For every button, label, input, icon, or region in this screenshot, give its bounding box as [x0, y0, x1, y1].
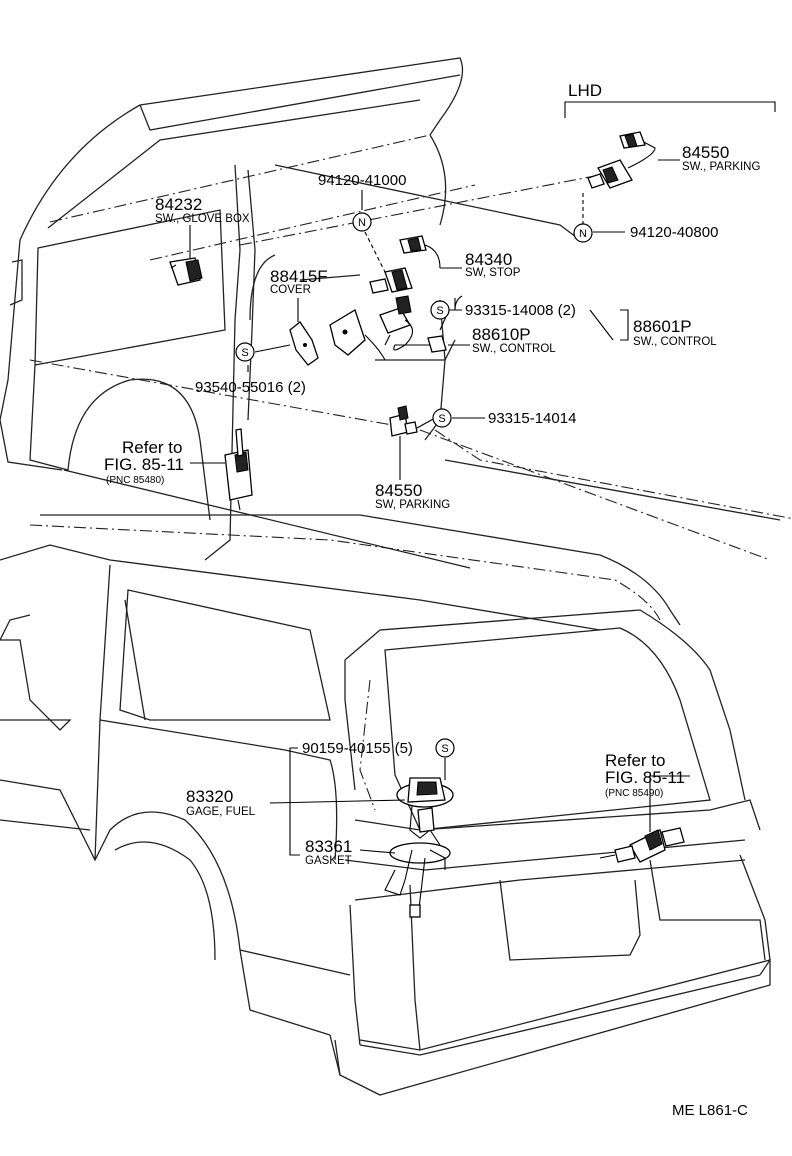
part-number-88601p: 88601P [633, 317, 692, 336]
part-name-84340: SW, STOP [465, 267, 521, 279]
part-name-88610p: SW., CONTROL [472, 343, 556, 355]
fuel-gasket-part [384, 842, 451, 918]
region-label-lhd: LHD [568, 81, 602, 100]
ref-left-line2: FIG. 85-11 [104, 455, 184, 474]
lhd-parking-switch-part [587, 131, 656, 189]
vehicle-body-front [0, 57, 792, 569]
marker-s-14008: S [430, 300, 450, 320]
part-number-94120-41000: 94120-41000 [318, 172, 406, 189]
vehicle-body-rear [0, 514, 771, 1096]
part-name-83320: GAGE, FUEL [186, 806, 256, 818]
svg-text:S: S [436, 305, 443, 317]
part-number-88415f: 88415F [270, 267, 328, 286]
svg-text:S: S [241, 347, 248, 359]
ref-right-line1: Refer to [605, 751, 665, 770]
part-number-93315-14014: 93315-14014 [488, 410, 576, 427]
glove-box-switch-part [169, 257, 203, 286]
part-number-84232: 84232 [155, 195, 202, 214]
ref-right-line2: FIG. 85-11 [605, 768, 685, 787]
leader-lines [189, 101, 776, 856]
part-number-83361: 83361 [305, 837, 352, 856]
svg-text:N: N [579, 228, 587, 240]
part-number-83320: 83320 [186, 787, 233, 806]
marker-n-41000: N [352, 212, 372, 232]
footer-code: ME L861-C [672, 1102, 748, 1119]
part-number-93540-55016: 93540-55016 (2) [195, 379, 306, 396]
marker-s-40155: S [435, 738, 455, 758]
part-name-84232: SW., GLOVE BOX [155, 213, 250, 225]
ref-left-line1: Refer to [122, 438, 182, 457]
svg-text:N: N [358, 217, 366, 229]
part-name-88601p: SW., CONTROL [633, 336, 717, 348]
door-switch-right-part [599, 827, 685, 863]
part-number-94120-40800: 94120-40800 [630, 224, 718, 241]
fuel-gage-part [396, 777, 454, 846]
part-number-93315-14008: 93315-14008 (2) [465, 302, 576, 319]
door-switch-left-part [224, 428, 253, 511]
part-name-84550-top: SW., PARKING [682, 161, 760, 173]
cover-bracket-part [289, 321, 319, 366]
part-number-90159-40155: 90159-40155 (5) [302, 740, 413, 757]
part-number-88610p: 88610P [472, 325, 531, 344]
marker-n-40800: N [573, 223, 593, 243]
parking-switch-part [389, 405, 418, 437]
ref-right-line3: (PNC 85490) [605, 788, 663, 799]
marker-s-55016: S [235, 342, 255, 362]
ref-left-line3: (PNC 85480) [106, 475, 164, 486]
part-name-83361: GASKET [305, 855, 352, 867]
svg-text:S: S [441, 743, 448, 755]
part-number-84340: 84340 [465, 250, 512, 269]
part-name-88415f: COVER [270, 284, 311, 296]
marker-s-14014: S [432, 408, 452, 428]
part-number-84550-top: 84550 [682, 143, 729, 162]
part-number-84550-bottom: 84550 [375, 481, 422, 500]
svg-text:S: S [438, 413, 445, 425]
control-switch-part [329, 295, 447, 361]
stop-switch-part [369, 235, 441, 294]
part-name-84550-bottom: SW, PARKING [375, 499, 450, 511]
